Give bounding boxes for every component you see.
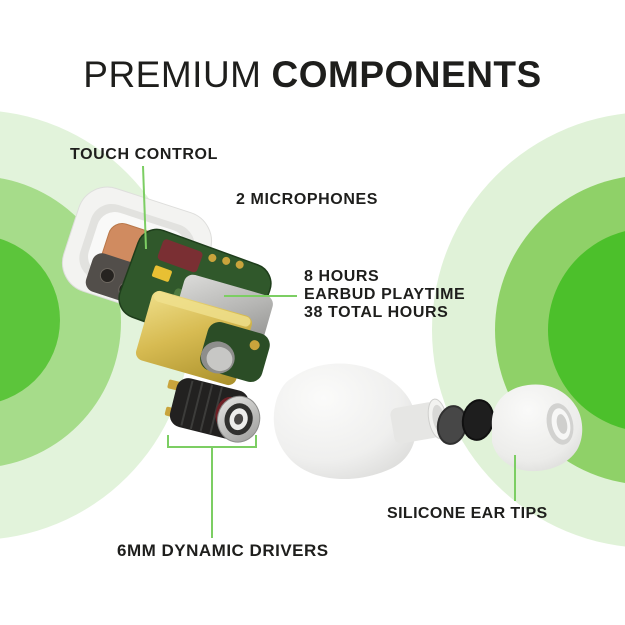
driver-ribs [180, 380, 223, 435]
dynamic-driver [164, 378, 261, 443]
playtime-line-2: EARBUD PLAYTIME [304, 286, 466, 303]
page-title-bold: COMPONENTS [271, 54, 542, 95]
microphones-label: 2 MICROPHONES [236, 191, 379, 208]
ear-tips-label: SILICONE EAR TIPS [387, 505, 548, 522]
pcb-pad-2 [222, 256, 231, 265]
mic-port-1 [99, 268, 115, 284]
capacitor-face [206, 346, 233, 372]
earbud-assembly-illustration [273, 363, 583, 480]
right-circle-inner [548, 231, 625, 429]
touch-control-label: TOUCH CONTROL [70, 146, 218, 163]
drivers-label: 6MM DYNAMIC DRIVERS [117, 541, 329, 560]
playtime-line-3: 38 TOTAL HOURS [304, 304, 449, 321]
playtime-label: 8 HOURS EARBUD PLAYTIME 38 TOTAL HOURS [304, 268, 465, 322]
pcb-pad-3 [235, 260, 244, 269]
playtime-line-1: 8 HOURS [304, 268, 380, 285]
sub-board-pad [249, 340, 260, 351]
pcb-component-red [157, 239, 203, 273]
ear-tip-bore [556, 414, 568, 434]
left-circle-inner [0, 238, 60, 402]
page-title-regular: PREMIUM [83, 54, 262, 95]
battery-highlight [154, 291, 251, 327]
earbud-body [273, 363, 417, 480]
nozzle-stem [390, 402, 440, 444]
driver-front-hole [234, 413, 244, 425]
exploded-earbud-illustration [61, 186, 273, 443]
right-circles-group [432, 113, 625, 547]
pcb-component-yellow [151, 265, 172, 282]
pcb-pad-1 [208, 253, 217, 262]
sub-board [200, 321, 270, 383]
touch-control-line [142, 165, 147, 250]
connector-lines [142, 165, 516, 538]
